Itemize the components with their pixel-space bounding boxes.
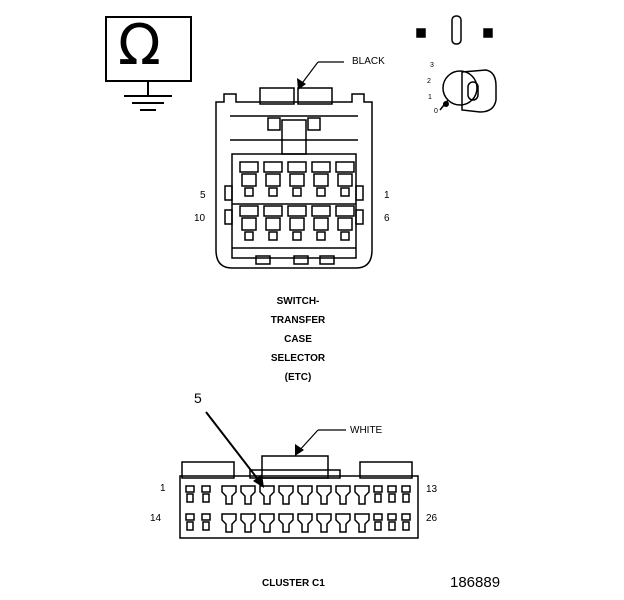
cavity-bottom-lower-10 xyxy=(354,513,370,533)
pin-label-c1-26: 26 xyxy=(426,513,438,524)
cavity-bottom-upper-11 xyxy=(373,485,383,503)
cavity-bottom-upper-13 xyxy=(401,485,411,503)
cavity-top-row2-1 xyxy=(239,205,259,241)
pin-label-c1-13: 13 xyxy=(426,484,438,495)
cavity-top-row2-3 xyxy=(287,205,307,241)
cavity-bottom-upper-1 xyxy=(185,485,195,503)
component-name-line-2: TRANSFER xyxy=(270,315,326,326)
cavity-bottom-lower-4 xyxy=(240,513,256,533)
cavity-bottom-upper-12 xyxy=(387,485,397,503)
key-position-1: 1 xyxy=(428,94,432,101)
callout-number: 5 xyxy=(194,390,202,406)
cavity-top-row2-2 xyxy=(263,205,283,241)
cavity-bottom-lower-5 xyxy=(259,513,275,533)
cavity-bottom-lower-12 xyxy=(387,513,397,531)
cavity-bottom-lower-8 xyxy=(316,513,332,533)
pin-label-1: 1 xyxy=(384,190,390,201)
cavity-top-row1-2 xyxy=(263,161,283,197)
pin-label-10: 10 xyxy=(194,213,206,224)
key-position-0: 0 xyxy=(434,108,438,115)
ground-symbol-icon xyxy=(105,16,192,111)
component-name-line-4: SELECTOR xyxy=(270,353,326,364)
ohm-symbol-icon: Ω xyxy=(118,13,161,78)
pin-label-6: 6 xyxy=(384,213,390,224)
key-position-3: 3 xyxy=(430,62,434,69)
component-name-line-3: CASE xyxy=(284,334,312,345)
cavity-bottom-upper-6 xyxy=(278,485,294,505)
cavity-top-row1-4 xyxy=(311,161,331,197)
black-connector-drawing xyxy=(215,87,373,269)
cavity-bottom-lower-7 xyxy=(297,513,313,533)
cavity-bottom-upper-4 xyxy=(240,485,256,505)
cavity-bottom-upper-5 xyxy=(259,485,275,505)
cavity-bottom-lower-11 xyxy=(373,513,383,531)
component-name-line-1: SWITCH- xyxy=(276,296,320,307)
white-connector-color-label: WHITE xyxy=(350,425,383,436)
pin-label-c1-14: 14 xyxy=(150,513,162,524)
cavity-top-row1-5 xyxy=(335,161,355,197)
key-switch-icon xyxy=(416,15,497,113)
cluster-connector-cavities xyxy=(185,485,411,533)
component-name-line-5: (ETC) xyxy=(284,372,312,383)
cavity-bottom-upper-2 xyxy=(201,485,211,503)
black-connector-cavities xyxy=(232,161,356,249)
cluster-connector-drawing xyxy=(179,455,419,539)
cavity-bottom-lower-13 xyxy=(401,513,411,531)
cavity-top-row2-4 xyxy=(311,205,331,241)
connector-name-label: CLUSTER C1 xyxy=(262,578,325,589)
pin-label-c1-1: 1 xyxy=(160,483,166,494)
cavity-bottom-lower-9 xyxy=(335,513,351,533)
cavity-bottom-lower-6 xyxy=(278,513,294,533)
cavity-top-row2-5 xyxy=(335,205,355,241)
cavity-bottom-lower-1 xyxy=(185,513,195,531)
cavity-bottom-lower-3 xyxy=(221,513,237,533)
cavity-bottom-upper-7 xyxy=(297,485,313,505)
cavity-bottom-upper-3 xyxy=(221,485,237,505)
black-connector-color-label: BLACK xyxy=(352,56,385,67)
figure-number: 186889 xyxy=(450,574,501,591)
cavity-top-row1-3 xyxy=(287,161,307,197)
cavity-bottom-lower-2 xyxy=(201,513,211,531)
key-position-2: 2 xyxy=(427,78,431,85)
cavity-bottom-upper-9 xyxy=(335,485,351,505)
cavity-bottom-upper-8 xyxy=(316,485,332,505)
cavity-top-row1-1 xyxy=(239,161,259,197)
pin-label-5: 5 xyxy=(200,190,206,201)
cavity-bottom-upper-10 xyxy=(354,485,370,505)
